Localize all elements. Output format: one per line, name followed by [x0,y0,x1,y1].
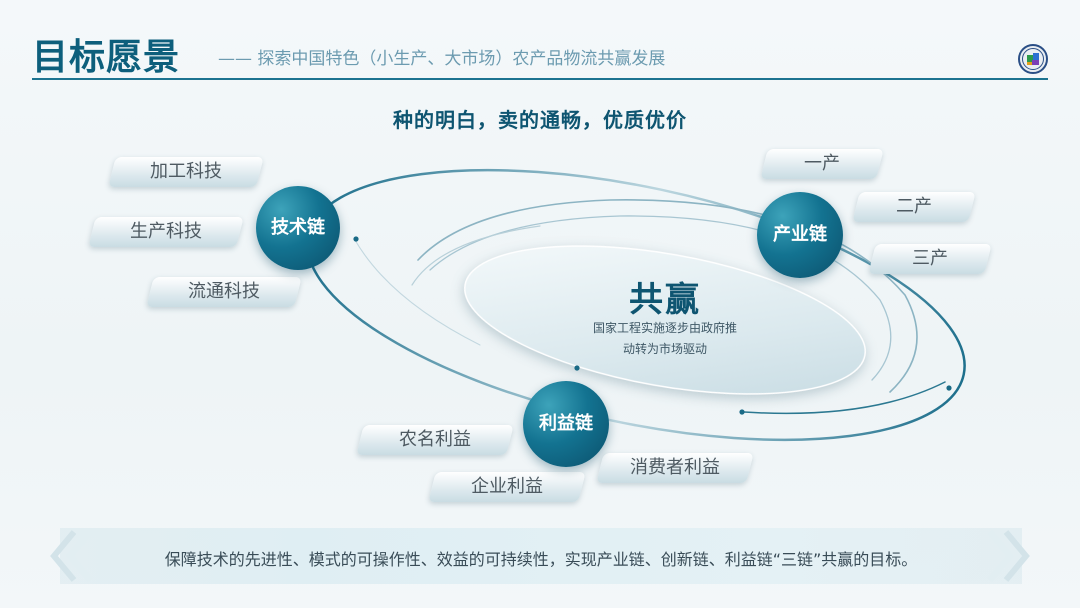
tag-enterprise-benefit: 企业利益 [428,472,586,502]
page-title: 目标愿景 [32,37,181,78]
tag-consumer-benefit: 消费者利益 [596,453,754,483]
footer-text: 保障技术的先进性、模式的可操作性、效益的可持续性，实现产业链、创新链、利益链“三… [164,550,918,569]
center-ellipse [464,245,866,395]
node-benefit-chain: 利益链 [523,381,609,467]
tag-secondary-industry: 二产 [852,192,976,222]
footer-banner [60,528,1022,584]
header-divider [32,78,1048,80]
tag-farmer-benefit: 农名利益 [356,425,514,455]
center-subtitle-line2: 动转为市场驱动 [622,342,707,356]
center-subtitle-line1: 国家工程实施逐步由政府推 [592,321,737,335]
page-subtitle: —— 探索中国特色（小生产、大市场）农产品物流共赢发展 [218,49,666,69]
orbit-dot [353,236,359,242]
tag-circulation-tech: 流通科技 [146,277,302,307]
orbit-dot [946,385,952,391]
node-tech-chain: 技术链 [256,186,340,270]
emblem-logo-icon [1018,44,1048,74]
banner-right-chevron-icon [987,530,1030,582]
tag-processing-tech: 加工科技 [108,157,264,187]
node-industry-chain: 产业链 [757,192,843,278]
tag-tertiary-industry: 三产 [868,244,992,274]
tag-primary-industry: 一产 [760,149,884,179]
tag-production-tech: 生产科技 [88,217,244,247]
slogan: 种的明白，卖的通畅，优质优价 [393,108,687,132]
center-title: 共赢 [629,280,701,320]
orbit-dot [739,409,745,415]
inner-orbit-arcs [354,199,946,415]
orbit-dot [574,365,580,371]
banner-left-chevron-icon [50,530,93,582]
